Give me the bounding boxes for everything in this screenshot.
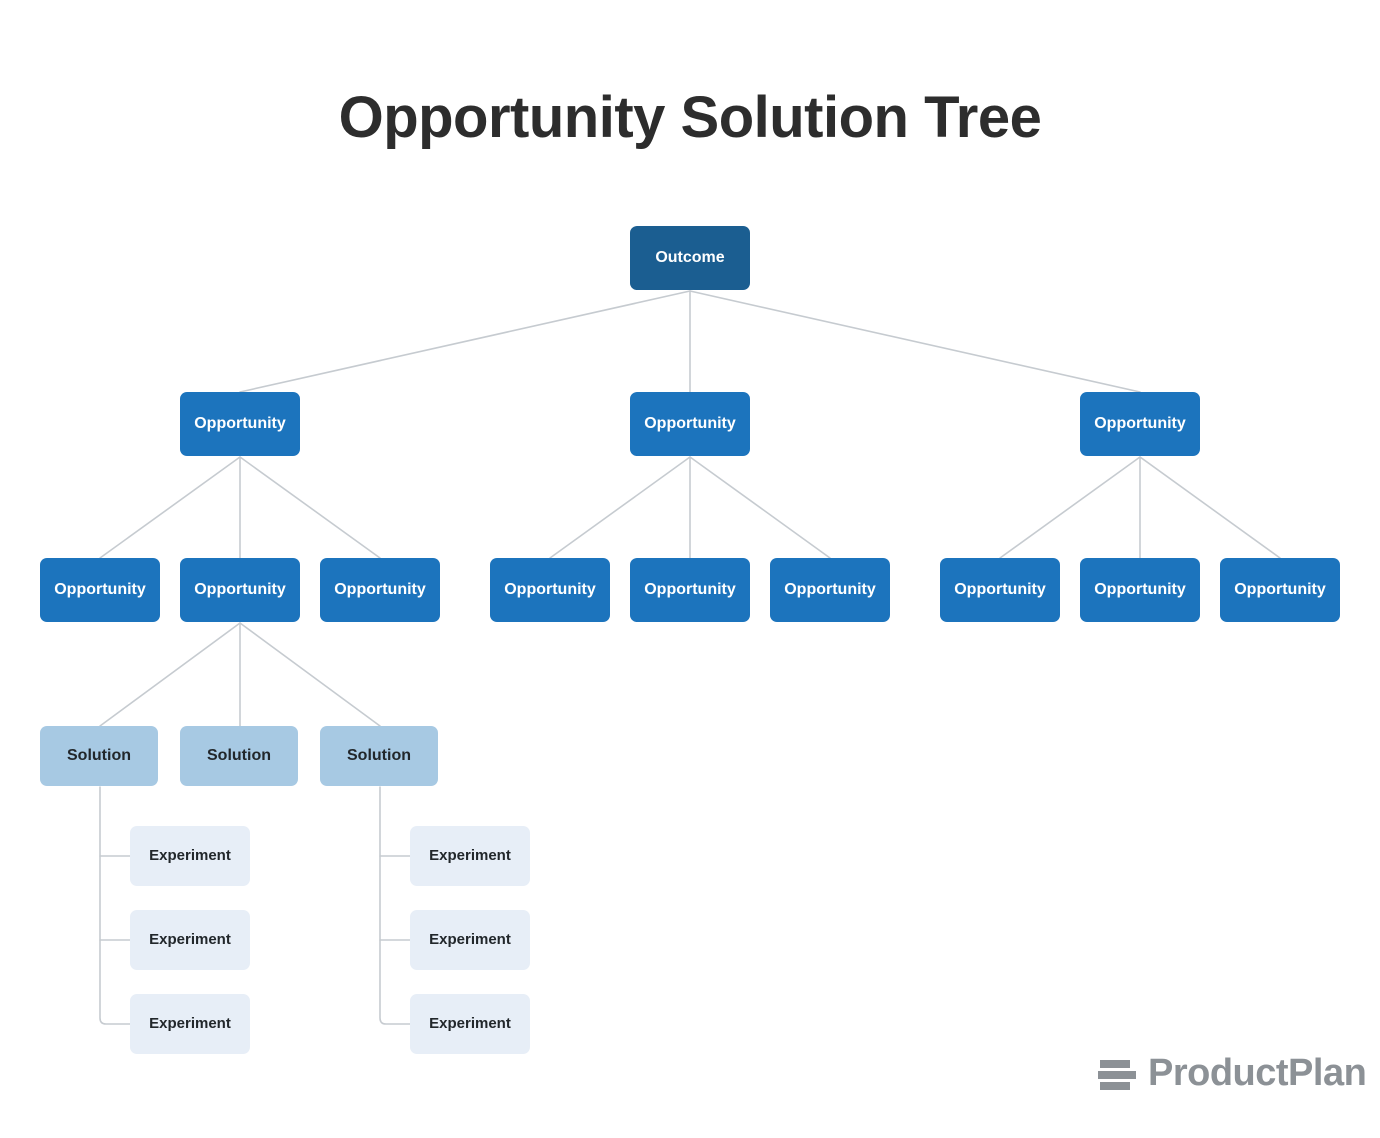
edge-opp-to-solution-left — [99, 622, 241, 727]
page-title: Opportunity Solution Tree — [338, 85, 1042, 150]
node-opportunity-l2-2[interactable]: Opportunity — [180, 558, 300, 622]
node-opportunity-l2-3[interactable]: Opportunity — [320, 558, 440, 622]
edge-opp-left-to-child-right — [239, 456, 381, 559]
node-opportunity-l1-2[interactable]: Opportunity — [630, 392, 750, 456]
node-opportunity-l1-1[interactable]: Opportunity — [180, 392, 300, 456]
node-experiment-3[interactable]: Experiment — [130, 994, 250, 1054]
node-opportunity-l2-8[interactable]: Opportunity — [1080, 558, 1200, 622]
node-opportunity-l1-3[interactable]: Opportunity — [1080, 392, 1200, 456]
edge-opp-right-to-child-right — [1139, 456, 1281, 559]
node-opportunity-l2-6[interactable]: Opportunity — [770, 558, 890, 622]
node-opportunity-l2-4[interactable]: Opportunity — [490, 558, 610, 622]
productplan-wordmark: ProductPlan — [1148, 1052, 1367, 1094]
node-opportunity-l2-9[interactable]: Opportunity — [1220, 558, 1340, 622]
node-experiment-6[interactable]: Experiment — [410, 994, 530, 1054]
node-experiment-1[interactable]: Experiment — [130, 826, 250, 886]
node-opportunity-l2-5[interactable]: Opportunity — [630, 558, 750, 622]
edge-opp-right-to-child-left — [999, 456, 1141, 559]
edge-solution3-spine — [379, 786, 411, 1025]
productplan-logo: ProductPlan — [1098, 1052, 1367, 1095]
edge-outcome-to-opportunity-right — [689, 290, 1141, 393]
node-experiment-4[interactable]: Experiment — [410, 826, 530, 886]
edge-opp-mid-to-child-left — [549, 456, 691, 559]
node-opportunity-l2-1[interactable]: Opportunity — [40, 558, 160, 622]
node-experiment-2[interactable]: Experiment — [130, 910, 250, 970]
edge-opp-left-to-child-left — [99, 456, 241, 559]
edge-opp-to-solution-right — [239, 622, 381, 727]
edge-solution1-spine — [99, 786, 131, 1025]
edge-opp-mid-to-child-right — [689, 456, 831, 559]
node-experiment-5[interactable]: Experiment — [410, 910, 530, 970]
stacked-bars-icon — [1098, 1059, 1136, 1090]
edge-outcome-to-opportunity-left — [239, 290, 691, 393]
node-solution-3[interactable]: Solution — [320, 726, 438, 786]
node-outcome[interactable]: Outcome — [630, 226, 750, 290]
node-solution-1[interactable]: Solution — [40, 726, 158, 786]
node-opportunity-l2-7[interactable]: Opportunity — [940, 558, 1060, 622]
node-solution-2[interactable]: Solution — [180, 726, 298, 786]
